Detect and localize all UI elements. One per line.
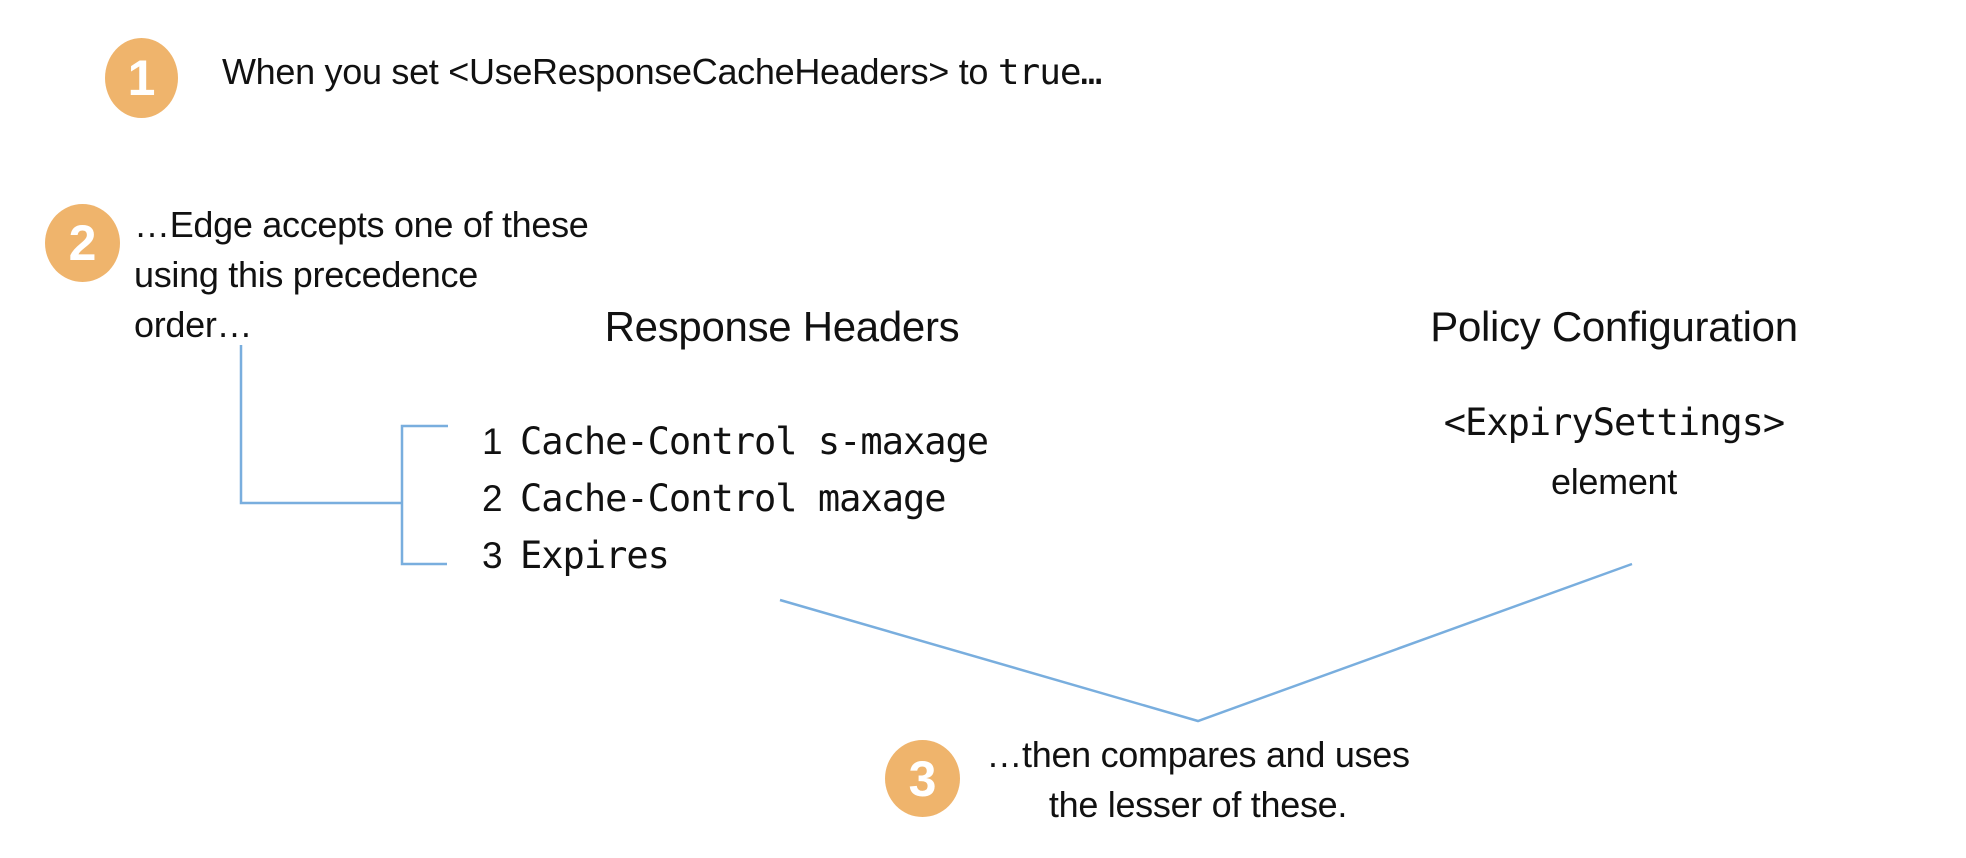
policy-configuration-heading: Policy Configuration — [1430, 303, 1798, 350]
precedence-rank-2: 2 — [482, 478, 503, 519]
step-1-number: 1 — [127, 50, 156, 106]
step-2-line-1: …Edge accepts one of these — [134, 204, 589, 245]
precedence-header-1: Cache-Control s-maxage — [520, 420, 989, 463]
step-3-text: …then compares and uses the lesser of th… — [978, 730, 1418, 830]
step-1-text-suffix: … — [1080, 52, 1103, 93]
step-2-number: 2 — [68, 215, 97, 271]
step-3-number: 3 — [908, 750, 937, 807]
step-2-badge: 2 — [45, 204, 120, 282]
expiry-settings-code: <ExpirySettings> — [1443, 401, 1785, 444]
step-1-text-prefix: When you set <UseResponseCacheHeaders> t… — [222, 51, 998, 92]
step-3-line-1: …then compares and uses — [986, 734, 1410, 775]
precedence-rank-1: 1 — [482, 421, 503, 462]
step-1-badge: 1 — [105, 38, 178, 118]
step-2-text: …Edge accepts one of these using this pr… — [134, 200, 589, 350]
response-headers-heading: Response Headers — [604, 303, 960, 350]
expiry-settings-label: element — [1551, 461, 1677, 502]
compare-v-connector — [779, 562, 1633, 723]
precedence-item-3: 3 Expires — [470, 527, 988, 584]
step-2-line-3: order… — [134, 304, 253, 345]
step-3-badge: 3 — [885, 740, 960, 817]
precedence-item-2: 2 Cache-Control maxage — [470, 470, 988, 527]
step-2-line-2: using this precedence — [134, 254, 478, 295]
step-1-text: When you set <UseResponseCacheHeaders> t… — [222, 47, 1103, 98]
step2-connector-line — [239, 345, 402, 505]
precedence-item-1: 1 Cache-Control s-maxage — [470, 413, 989, 470]
precedence-header-3: Expires — [520, 534, 670, 577]
precedence-rank-3: 3 — [482, 535, 503, 576]
precedence-bracket — [400, 424, 448, 566]
step-3-line-2: the lesser of these. — [1048, 784, 1348, 825]
precedence-list: 1 Cache-Control s-maxage 2 Cache-Control m… — [470, 413, 989, 584]
code-true: true — [997, 52, 1082, 93]
precedence-header-2: Cache-Control maxage — [520, 477, 947, 520]
